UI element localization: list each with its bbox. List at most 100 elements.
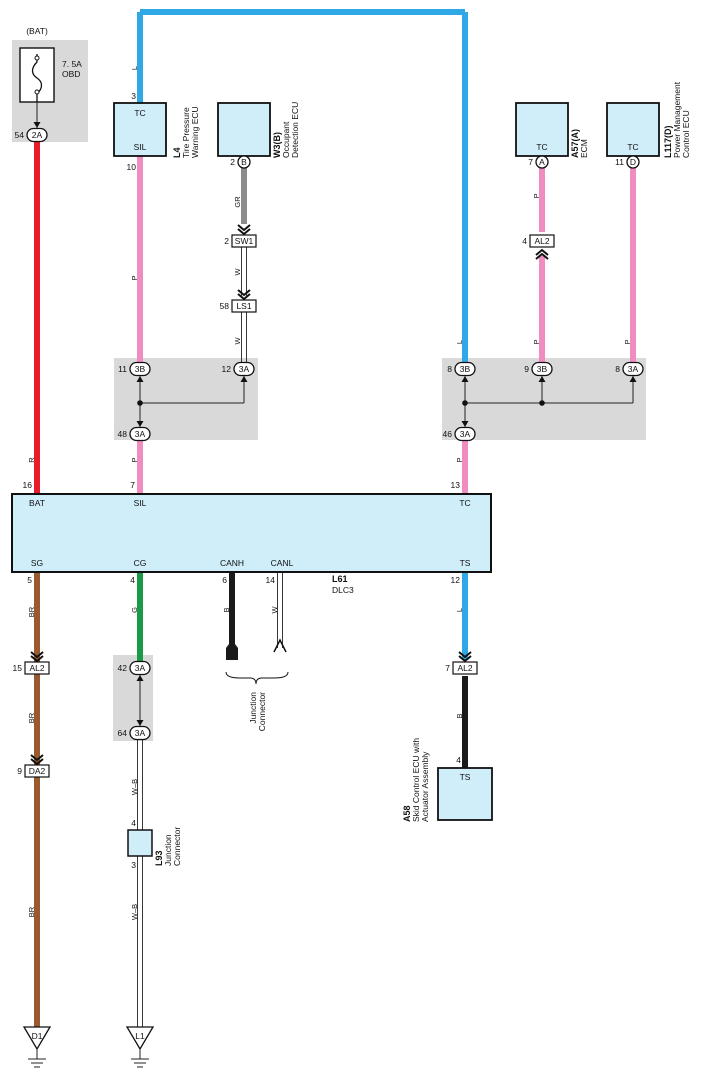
- connector-al2-ts-box: [452, 661, 478, 675]
- ground-l1-label: L1: [135, 1031, 145, 1041]
- tpw-code: L4: [172, 147, 182, 158]
- fuse-connector-id: 2A: [32, 130, 43, 140]
- ecm-connector-pin: 7: [528, 157, 533, 167]
- splice-left-dot: [137, 400, 143, 406]
- wl-tc-p2: P: [455, 457, 464, 462]
- dlc3-code: L61: [332, 574, 348, 584]
- splice-left-p1-id: 3B: [135, 364, 146, 374]
- tpw-ecu-box: [113, 102, 167, 157]
- connector-al2-ts-pin: 7: [445, 663, 450, 673]
- splice-right-arrow-3: [629, 376, 637, 382]
- ecm-code: A57(A): [570, 129, 580, 158]
- splice-right-arrow-1: [461, 376, 469, 382]
- tpw-term-bot: SIL: [134, 142, 147, 152]
- wl-ecm-p2: P: [532, 339, 541, 344]
- splice-left-p3-pin: 48: [118, 429, 128, 439]
- dlc3-pin-canh: 6: [222, 575, 227, 585]
- tpw-term-top: TC: [134, 108, 145, 118]
- fuse-connector-pill: [26, 127, 48, 143]
- pmc-name-1: Power Management: [672, 81, 682, 158]
- wl-cg-g: G: [130, 607, 139, 613]
- tpw-pin-top: 3: [131, 91, 136, 101]
- splice-right-arrow-2: [538, 376, 546, 382]
- splice-right-dot-1: [462, 400, 468, 406]
- ecm-term: TC: [536, 142, 547, 152]
- wl-sg-br2: BR: [27, 712, 36, 723]
- sg-chevron-2: [30, 754, 44, 766]
- splice-right-p2-pin: 9: [524, 364, 529, 374]
- tpw-pin-bot: 10: [127, 162, 137, 172]
- splice-right-p4-id: 3A: [460, 429, 471, 439]
- fuse-arrow-icon: [33, 122, 41, 128]
- dlc3-name: DLC3: [332, 585, 354, 595]
- pmc-term: TC: [627, 142, 638, 152]
- splice-right-p4-pill: [454, 426, 476, 442]
- wl-tc-top: L: [130, 66, 139, 70]
- pmc-code: L117(D): [663, 125, 673, 158]
- l93-code: L93: [154, 850, 164, 866]
- splice-cg-p1-pill: [129, 660, 151, 676]
- splice-left-arrow-1: [136, 376, 144, 382]
- occ-connector-id: B: [241, 157, 247, 167]
- splice-right-arrow-4: [461, 421, 469, 427]
- wl-cg-wb2: W–B: [130, 904, 139, 920]
- splice-left-p1-pill: [129, 361, 151, 377]
- occ-chevron-1: [237, 224, 251, 236]
- occ-connector-pin: 2: [230, 157, 235, 167]
- occ-connector-circle: [237, 155, 251, 169]
- ecm-connector-circle: [535, 155, 549, 169]
- ground-d1-triangle: [22, 1026, 52, 1051]
- can-junction-brace: [225, 671, 289, 685]
- can-jc-name-1: Junction: [248, 692, 258, 724]
- wl-canl-w: W: [270, 606, 279, 614]
- dlc3-term-sg: SG: [31, 558, 43, 568]
- splice-left-p3-pill: [129, 426, 151, 442]
- dlc3-pin-canl: 14: [266, 575, 276, 585]
- skid-ecu-box: [437, 767, 493, 821]
- connector-da2-box: [24, 764, 50, 778]
- ecm-box: [515, 102, 569, 157]
- connector-al2-ecm-box: [529, 234, 555, 248]
- splice-cg-p1-id: 3A: [135, 663, 146, 673]
- splice-right-p3-id: 3A: [628, 364, 639, 374]
- wl-cg-wb1: W–B: [130, 779, 139, 795]
- wl-sil-p1: P: [130, 275, 139, 280]
- splice-cg-p2-id: 3A: [135, 728, 146, 738]
- splice-left-p2-pill: [233, 361, 255, 377]
- connector-al2-sg-pin: 15: [13, 663, 23, 673]
- splice-left-p2-pin: 12: [222, 364, 232, 374]
- skid-name-2: Actuator Assembly: [420, 751, 430, 822]
- dlc3-pin-tc: 13: [451, 480, 461, 490]
- occ-code: W3(B): [272, 132, 282, 158]
- tpw-name-1: Tire Pressure: [181, 107, 191, 158]
- connector-al2-sg-id: AL2: [29, 663, 44, 673]
- wl-canh-b: B: [222, 607, 231, 612]
- wl-sil-p2: P: [130, 457, 139, 462]
- wl-bat-r: R: [27, 457, 36, 463]
- dlc3-box: [11, 493, 492, 573]
- connector-al2-ecm-pin: 4: [522, 236, 527, 246]
- ecm-chevron: [535, 248, 549, 260]
- splice-right-p1-pill: [454, 361, 476, 377]
- skid-name-1: Skid Control ECU with: [411, 738, 421, 822]
- splice-right-p3-pill: [622, 361, 644, 377]
- connector-da2-id: DA2: [29, 766, 46, 776]
- splice-cg-p1-pin: 42: [118, 663, 128, 673]
- splice-right-p4-pin: 46: [443, 429, 453, 439]
- dlc3-pin-sil: 7: [130, 480, 135, 490]
- skid-code: A58: [402, 805, 412, 822]
- can-jc-name-2: Connector: [257, 692, 267, 731]
- pmc-connector-circle: [626, 155, 640, 169]
- dlc3-term-canl: CANL: [271, 558, 294, 568]
- wl-pm-p: P: [623, 339, 632, 344]
- sg-chevron-1: [30, 651, 44, 663]
- connector-sw1-pin: 2: [224, 236, 229, 246]
- l93-pin-top: 4: [131, 818, 136, 828]
- fuse-rating: 7. 5A: [62, 59, 82, 69]
- ecm-connector-id: A: [539, 157, 545, 167]
- dlc3-term-tc: TC: [459, 498, 470, 508]
- connector-sw1-box: [231, 234, 257, 248]
- splice-cg-p2-pill: [129, 725, 151, 741]
